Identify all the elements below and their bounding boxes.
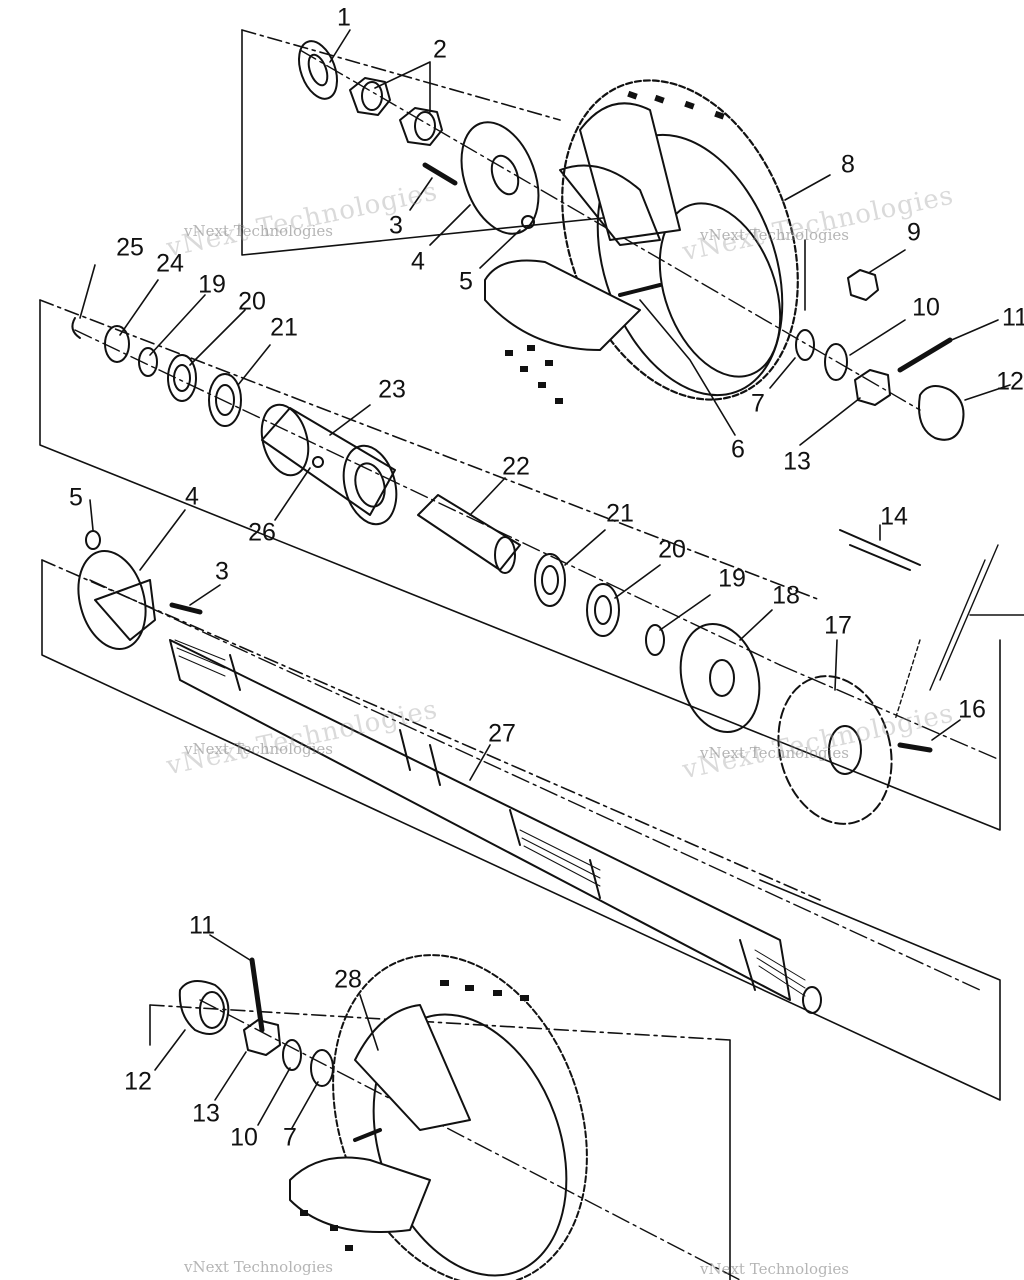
callout-5: 5 bbox=[69, 483, 83, 512]
callout-2: 2 bbox=[433, 35, 447, 64]
callout-18: 18 bbox=[772, 581, 800, 610]
callout-22: 22 bbox=[502, 452, 530, 481]
callout-23: 23 bbox=[378, 375, 406, 404]
tread-blocks bbox=[505, 90, 725, 404]
callout-7: 7 bbox=[751, 389, 765, 418]
disc-sprocket bbox=[679, 529, 933, 825]
callout-28: 28 bbox=[334, 965, 362, 994]
callout-20: 20 bbox=[658, 535, 686, 564]
callout-20: 20 bbox=[238, 287, 266, 316]
callout-13: 13 bbox=[783, 447, 811, 476]
callout-10: 10 bbox=[912, 293, 940, 322]
axle-shaft bbox=[169, 639, 822, 1014]
callout-4: 4 bbox=[411, 247, 425, 276]
callout-19: 19 bbox=[718, 564, 746, 593]
callout-21: 21 bbox=[606, 499, 634, 528]
callout-19: 19 bbox=[198, 270, 226, 299]
callout-11: 11 bbox=[1002, 303, 1024, 332]
callout-24: 24 bbox=[156, 249, 184, 278]
callout-13: 13 bbox=[192, 1099, 220, 1128]
bottom-left-parts bbox=[178, 957, 382, 1142]
callout-12: 12 bbox=[996, 367, 1024, 396]
left-carrier bbox=[77, 530, 203, 651]
callout-12: 12 bbox=[124, 1067, 152, 1096]
leader-lines bbox=[79, 29, 1011, 1129]
callout-27: 27 bbox=[488, 719, 516, 748]
top-hub-parts bbox=[298, 40, 662, 297]
top-right-parts bbox=[795, 269, 965, 441]
callout-3: 3 bbox=[389, 211, 403, 240]
callout-4: 4 bbox=[185, 482, 199, 511]
callout-11: 11 bbox=[189, 911, 215, 940]
callout-16: 16 bbox=[958, 695, 986, 724]
callout-10: 10 bbox=[230, 1123, 258, 1152]
callout-5: 5 bbox=[459, 267, 473, 296]
callout-17: 17 bbox=[824, 611, 852, 640]
callout-7: 7 bbox=[283, 1123, 297, 1152]
callout-25: 25 bbox=[116, 233, 144, 262]
frame-lines bbox=[39, 29, 1001, 1280]
top-wheel bbox=[484, 79, 799, 404]
callout-1: 1 bbox=[337, 3, 351, 32]
callout-6: 6 bbox=[731, 435, 745, 464]
bearing-row bbox=[71, 317, 665, 656]
callout-8: 8 bbox=[841, 150, 855, 179]
callout-14: 14 bbox=[880, 502, 908, 531]
callout-3: 3 bbox=[215, 557, 229, 586]
chain bbox=[894, 544, 1024, 721]
callout-21: 21 bbox=[270, 313, 298, 342]
splines bbox=[174, 639, 806, 997]
bottom-wheel bbox=[289, 954, 588, 1280]
callout-9: 9 bbox=[907, 218, 921, 247]
callout-26: 26 bbox=[248, 518, 276, 547]
